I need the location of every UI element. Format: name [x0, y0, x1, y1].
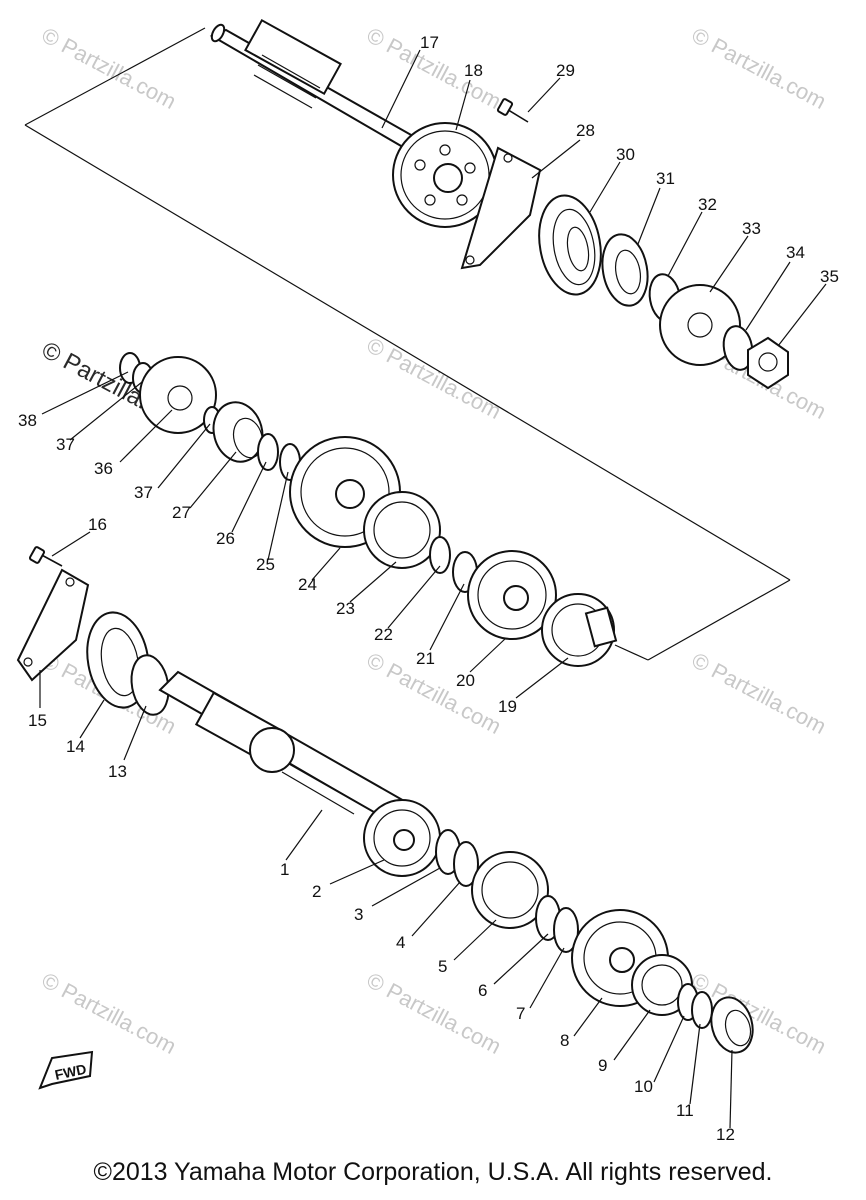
- callout-8: 8: [560, 1031, 569, 1050]
- watermark: © Partzilla.com: [688, 647, 831, 739]
- callout-37: 37: [134, 483, 153, 502]
- callout-30: 30: [616, 145, 635, 164]
- callout-4: 4: [396, 933, 405, 952]
- callout-6: 6: [478, 981, 487, 1000]
- callout-33: 33: [742, 219, 761, 238]
- callout-35: 35: [820, 267, 839, 286]
- top-shaft-assembly: [209, 18, 789, 390]
- middle-gear-assembly: [119, 352, 618, 667]
- callout-29: 29: [556, 61, 575, 80]
- callout-3: 3: [354, 905, 363, 924]
- callout-2: 2: [312, 882, 321, 901]
- leader-lines: [39, 49, 827, 1129]
- callout-17: 17: [420, 33, 439, 52]
- callout-20: 20: [456, 671, 475, 690]
- callout-11: 11: [676, 1101, 694, 1120]
- callout-22: 22: [374, 625, 393, 644]
- callout-28: 28: [576, 121, 595, 140]
- callout-32: 32: [698, 195, 717, 214]
- callout-9: 9: [598, 1056, 607, 1075]
- callout-36: 36: [94, 459, 113, 478]
- callout-27: 27: [172, 503, 191, 522]
- watermark: © Partzilla.com: [363, 332, 506, 424]
- callout-19: 19: [498, 697, 517, 716]
- callout-5: 5: [438, 957, 447, 976]
- watermark: © Partzilla.com: [688, 22, 831, 114]
- callout-labels: 1 2 3 4 5 6 7 8 9 10 11 12 13 14 15 16 1…: [18, 33, 839, 1144]
- callout-1: 1: [280, 860, 289, 879]
- callout-13: 13: [108, 762, 127, 781]
- bottom-shaft-assembly: [16, 546, 754, 1054]
- callout-12: 12: [716, 1125, 735, 1144]
- callout-25: 25: [256, 555, 275, 574]
- callout-34: 34: [786, 243, 805, 262]
- callout-7: 7: [516, 1004, 525, 1023]
- copyright-notice: ©2013 Yamaha Motor Corporation, U.S.A. A…: [93, 1158, 773, 1186]
- callout-15: 15: [28, 711, 47, 730]
- callout-24: 24: [298, 575, 317, 594]
- callout-26: 26: [216, 529, 235, 548]
- fwd-label: FWD: [53, 1061, 88, 1083]
- callout-31: 31: [656, 169, 675, 188]
- fwd-arrow: FWD: [38, 1050, 94, 1090]
- assembly-guide-lines: [24, 27, 791, 661]
- callout-16: 16: [88, 515, 107, 534]
- watermark: © Partzilla.com: [38, 22, 181, 114]
- callout-14: 14: [66, 737, 85, 756]
- callout-18: 18: [464, 61, 483, 80]
- callout-38: 38: [18, 411, 37, 430]
- callout-21: 21: [416, 649, 435, 668]
- callout-10: 10: [634, 1077, 653, 1096]
- watermark: © Partzilla.com: [38, 967, 181, 1059]
- callout-37: 37: [56, 435, 75, 454]
- transmission-exploded-diagram: © Partzilla.com © Partzilla.com © Partzi…: [16, 18, 839, 1144]
- callout-23: 23: [336, 599, 355, 618]
